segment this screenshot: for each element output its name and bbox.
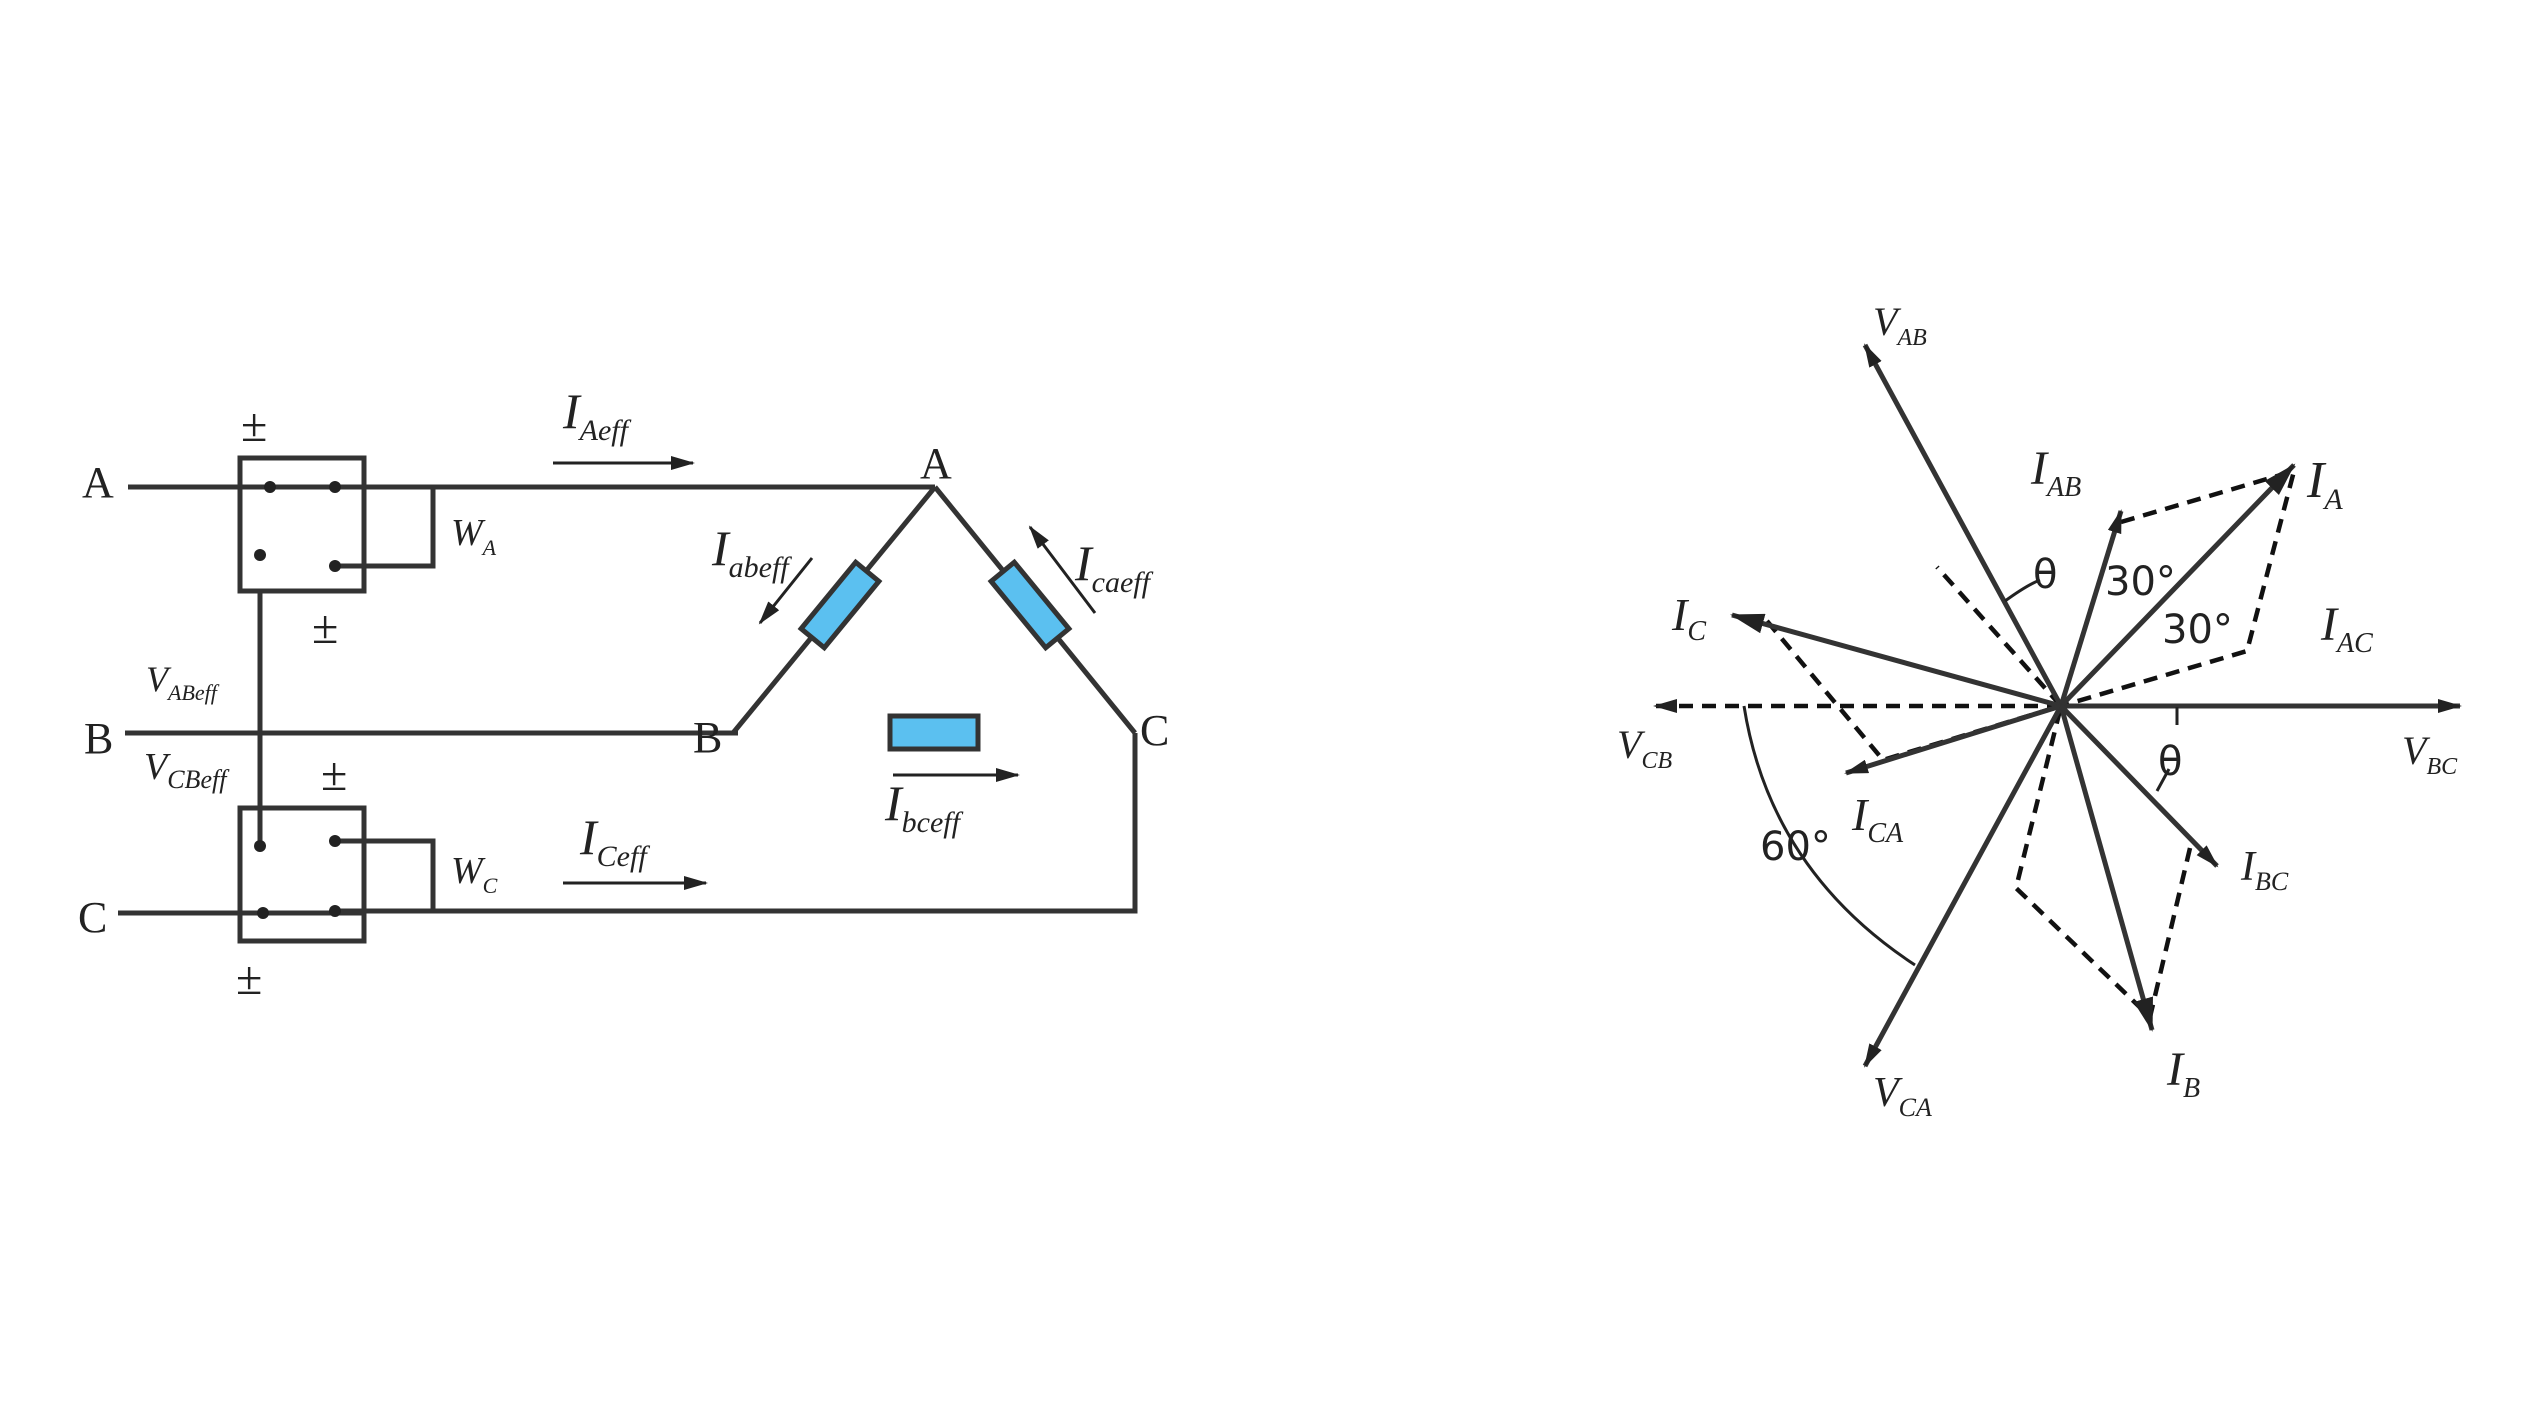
current-ab-arrow	[758, 557, 814, 625]
phasor-ica-line	[1844, 703, 2062, 776]
polarity-mark: ±	[321, 748, 347, 801]
angle-label-theta-top: θ	[2033, 552, 2057, 598]
wattmeter-c-terminal	[257, 907, 269, 919]
current-c-label: ICeff	[579, 809, 650, 873]
phasor-ica-label: ICA	[1851, 789, 1904, 849]
wattmeter-a-label: WA	[451, 512, 497, 560]
current-ca-arrow	[1028, 525, 1097, 614]
phasor-vca-label: VCA	[1873, 1070, 1932, 1122]
current-ca-label: Icaeff	[1074, 535, 1154, 599]
phasor-ibc-label: IBC	[2240, 844, 2289, 896]
construction-line-ia	[2060, 467, 2298, 709]
wattmeter-a-terminal	[329, 560, 341, 572]
node-c-label: C	[1140, 706, 1169, 755]
current-a-label: IAeff	[562, 383, 632, 447]
angle-label-theta-right: θ	[2158, 739, 2182, 785]
angle-label-60: 60°	[1760, 824, 1831, 870]
construction-line-ic	[1765, 565, 2066, 763]
polarity-mark: ±	[241, 399, 267, 452]
wattmeter-c-terminal	[254, 840, 266, 852]
wattmeter-a-terminal	[329, 481, 341, 493]
terminal-b-label: B	[84, 714, 113, 763]
voltage-cb-label: VCBeff	[144, 746, 230, 794]
phasor-ic-label: IC	[1671, 589, 1706, 647]
current-ab-label: Iabeff	[711, 520, 792, 584]
phasor-diagram: 60° θ 30° 30° θ VAB VBC VCB VCA IA IAB I…	[1617, 299, 2462, 1122]
wattmeter-c-lead	[335, 838, 436, 914]
phasor-ib-label: IB	[2166, 1043, 2200, 1104]
terminal-a-label: A	[82, 458, 114, 507]
angle-arc-theta-right	[2155, 707, 2179, 792]
wattmeter-a-terminal	[254, 549, 266, 561]
phasor-vab-line	[1862, 343, 2064, 708]
phasor-vbc-label: VBC	[2402, 728, 2458, 780]
line-c-output-wire	[362, 733, 1138, 914]
phasor-ia-label: IA	[2306, 452, 2343, 516]
wattmeter-c-terminal	[329, 905, 341, 917]
phasor-vab-label: VAB	[1873, 299, 1927, 351]
circuit-diagram: A B C A B C ± ± ± ± WA WC VABeff VCBeff …	[78, 383, 1169, 1005]
phasor-iab-line	[2058, 509, 2124, 707]
phasor-vca-line	[1862, 704, 2064, 1068]
resistor-bc	[887, 713, 981, 752]
phasor-iab-label: IAB	[2030, 442, 2081, 503]
angle-arc-theta-top	[2004, 578, 2041, 603]
phasor-ic-line	[1730, 612, 2062, 709]
wattmeter-c-label: WC	[451, 850, 498, 898]
node-b-label: B	[693, 713, 722, 762]
resistor-ab	[797, 558, 883, 652]
phasor-ia-line	[2059, 463, 2296, 708]
wattmeter-a-lead	[335, 484, 436, 569]
current-bc-label: Ibceff	[884, 775, 964, 839]
wattmeter-a-terminal	[264, 481, 276, 493]
phasor-ibc-line	[2059, 704, 2219, 868]
construction-line-ib	[2013, 705, 2193, 1022]
wattmeter-c-terminal	[329, 835, 341, 847]
resistor-ca	[987, 558, 1073, 652]
wattmeter-c-box	[237, 805, 367, 944]
terminal-c-label: C	[78, 893, 107, 942]
wattmeter-a-box	[237, 455, 367, 594]
phasor-vcb-label: VCB	[1617, 722, 1672, 774]
node-a-label: A	[920, 439, 952, 488]
angle-label-30-top: 30°	[2105, 559, 2176, 605]
phasor-ib-line	[2058, 705, 2155, 1032]
angle-arc-60	[1742, 705, 1916, 967]
voltage-ab-label: VABeff	[146, 659, 220, 705]
polarity-mark: ±	[236, 952, 262, 1005]
phasor-iac-label: IAC	[2320, 598, 2373, 659]
polarity-mark: ±	[312, 601, 338, 654]
angle-label-30-mid: 30°	[2162, 607, 2233, 653]
